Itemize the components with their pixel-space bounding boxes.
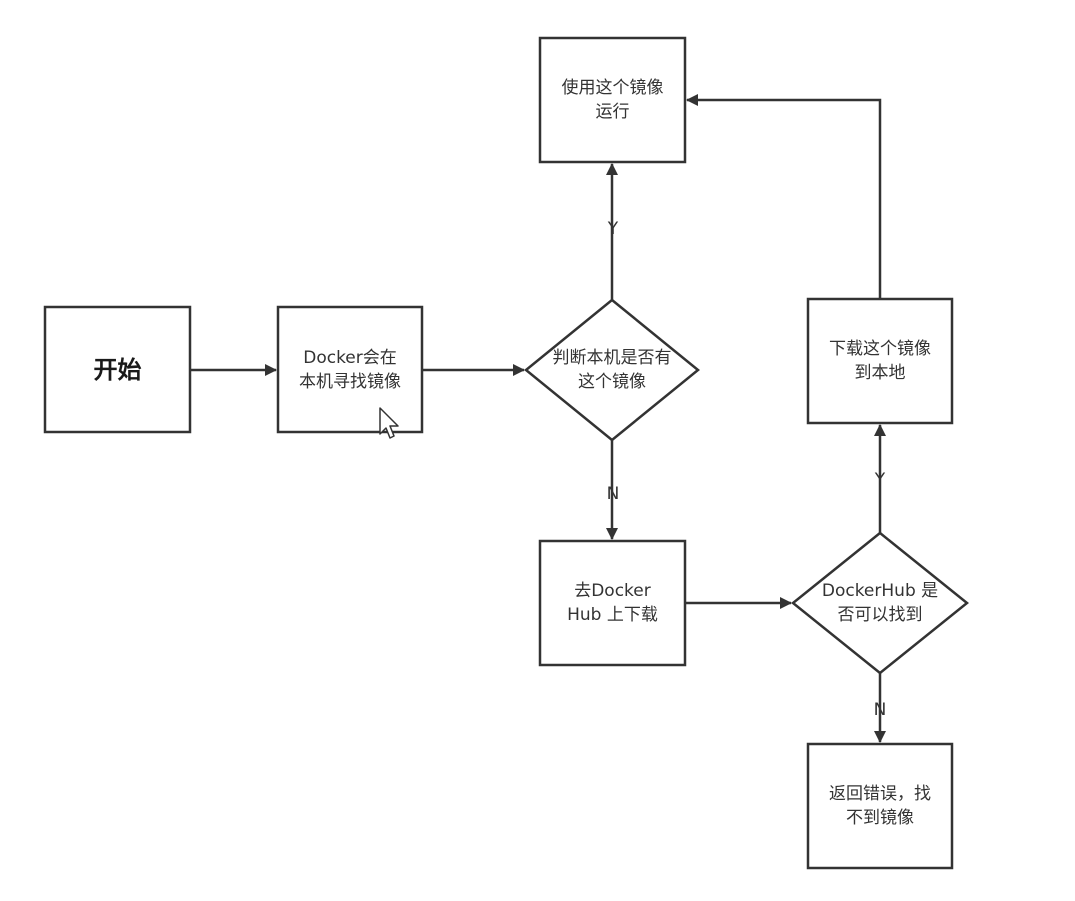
search-local-box <box>276 305 424 434</box>
edge-label-hub-yes: Y <box>874 470 886 490</box>
return-error-box <box>806 742 954 870</box>
edge-label-has-yes: Y <box>607 219 619 239</box>
edge-label-has-no: N <box>606 484 620 504</box>
has-image-diamond <box>524 298 700 442</box>
mouse-cursor-icon <box>379 407 399 439</box>
start-box <box>43 305 192 434</box>
download-local-box <box>806 297 954 425</box>
edge-label-hub-no: N <box>873 700 887 720</box>
dockerhub-found-diamond <box>791 531 969 675</box>
edge-download-to-run <box>686 94 882 299</box>
go-dockerhub-box <box>538 539 687 667</box>
run-image-box <box>538 36 687 164</box>
